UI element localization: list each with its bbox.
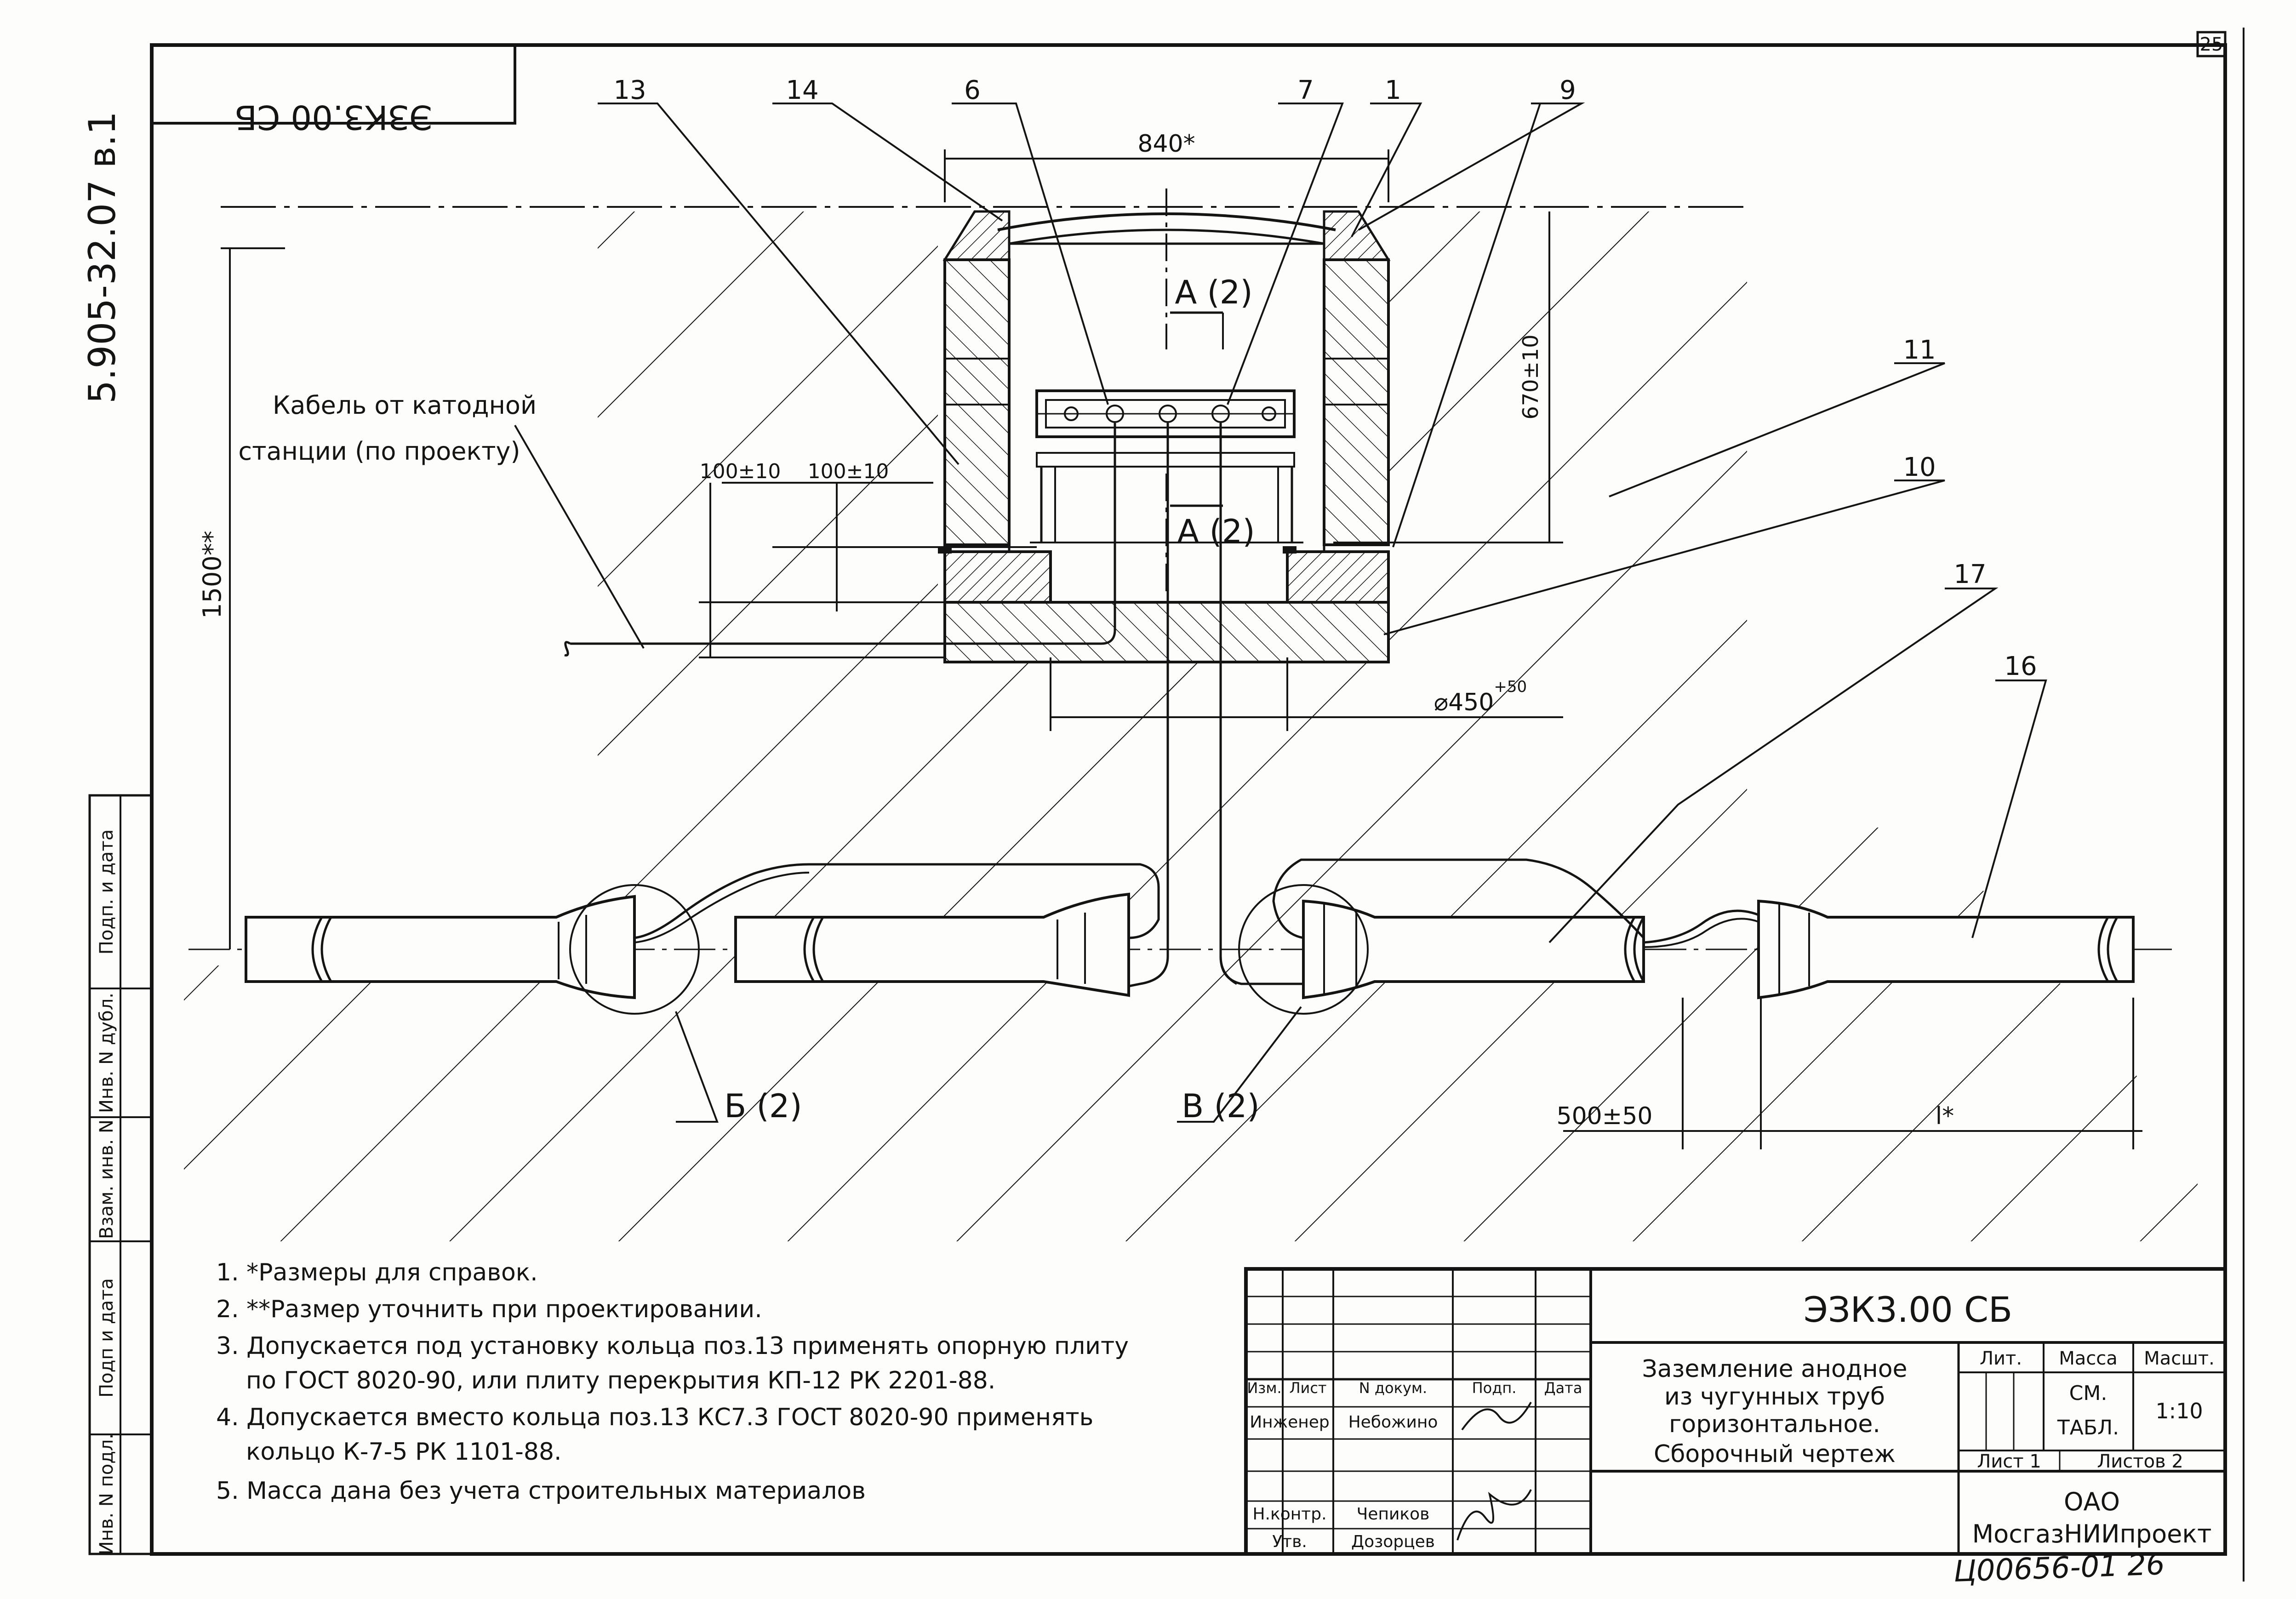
leaders	[221, 103, 2142, 1149]
callout-16: 16	[2004, 651, 2037, 681]
callout-9: 9	[1559, 75, 1576, 105]
view-v: В (2)	[1182, 1087, 1259, 1125]
tb-engineer-name: Небожино	[1348, 1413, 1438, 1432]
dim-length: l*	[1936, 1102, 1954, 1130]
tb-control-role: Н.контр.	[1252, 1505, 1326, 1524]
note-4b: кольцо К-7-5 РК 1101-88.	[246, 1438, 562, 1466]
tb-col-doc: N докум.	[1359, 1379, 1427, 1397]
strip-field-5: Инв. N подл.	[96, 1433, 117, 1555]
section-a-bottom: А (2)	[1177, 513, 1255, 550]
inventory-stamp: Ц00656-01 26	[1953, 1548, 2165, 1589]
tb-title-3: горизонтальное.	[1669, 1411, 1880, 1438]
side-code: 5.905-32.07 в.1	[81, 111, 124, 404]
dim-gap-right: 100±10	[808, 460, 889, 483]
cable-label-line1: Кабель от катодной	[273, 391, 537, 420]
well-assembly	[564, 188, 1391, 985]
tb-mass-value-1: СМ.	[2069, 1382, 2108, 1405]
tb-mass-value-2: ТАБЛ.	[2057, 1416, 2119, 1439]
dim-diameter: ⌀450+50	[1434, 678, 1527, 716]
tb-scale-label: Масшт.	[2144, 1348, 2215, 1369]
note-3b: по ГОСТ 8020-90, или плиту перекрытия КП…	[246, 1367, 995, 1394]
note-1: 1. *Размеры для справок.	[216, 1259, 538, 1286]
soil-hatching	[184, 211, 2198, 1241]
cable-label-line2: станции (по проекту)	[238, 437, 520, 466]
tb-title-1: Заземление анодное	[1642, 1355, 1907, 1383]
tb-engineer-role: Инженер	[1250, 1413, 1330, 1432]
dim-500: 500±50	[1557, 1102, 1653, 1130]
tb-col-date: Дата	[1544, 1379, 1582, 1397]
title-block: ЭЗК3.00 СБ Заземление анодное из чугунны…	[1244, 1267, 2227, 1556]
callout-17: 17	[1953, 560, 1986, 589]
section-a-top: А (2)	[1175, 274, 1252, 311]
view-b: Б (2)	[724, 1087, 802, 1125]
page-number: 25	[2200, 34, 2223, 55]
tb-col-sign: Подп.	[1472, 1379, 1517, 1397]
callout-7: 7	[1297, 75, 1314, 105]
strip-field-4: Подп и дата	[96, 1278, 117, 1398]
mirrored-stamp: ЭЗК3.00 СБ	[150, 44, 516, 137]
dim-670: 670±10	[1518, 335, 1543, 420]
tb-col-list: Лист	[1289, 1379, 1326, 1397]
notes: 1. *Размеры для справок. 2. **Размер уто…	[216, 1259, 1129, 1505]
note-4: 4. Допускается вместо кольца поз.13 КС7.…	[216, 1404, 1093, 1431]
callout-14: 14	[786, 75, 818, 105]
strip-field-1: Подп. и дата	[96, 829, 117, 954]
callout-13: 13	[613, 75, 646, 105]
dim-gap-left: 100±10	[700, 460, 781, 483]
callout-6: 6	[964, 75, 981, 105]
tb-scale-value: 1:10	[2155, 1399, 2203, 1423]
callout-1: 1	[1385, 75, 1401, 105]
position-numbers: 13 14 6 7 1 9 11 10 17 16	[613, 75, 2037, 681]
tb-lit-label: Лит.	[1980, 1348, 2022, 1369]
tb-sheet: Лист 1	[1977, 1451, 2041, 1472]
dim-1500: 1500**	[198, 531, 227, 618]
tb-col-izm: Изм.	[1247, 1379, 1281, 1397]
tb-org-1: ОАО	[2064, 1487, 2120, 1516]
note-2: 2. **Размер уточнить при проектировании.	[216, 1296, 762, 1323]
tb-mass-label: Масса	[2059, 1348, 2118, 1369]
mirrored-stamp-text: ЭЗК3.00 СБ	[234, 98, 432, 137]
tb-control-name: Чепиков	[1357, 1505, 1430, 1524]
left-strip: Подп. и дата Инв. N дубл. Взам. инв. N П…	[88, 794, 153, 1555]
callout-10: 10	[1903, 452, 1936, 482]
tb-org-2: МосгазНИИпроект	[1972, 1519, 2212, 1548]
pipe-string	[188, 791, 2179, 1015]
dim-840: 840*	[1137, 130, 1195, 158]
note-3: 3. Допускается под установку кольца поз.…	[216, 1332, 1129, 1360]
strip-field-3: Взам. инв. N	[96, 1119, 117, 1239]
tb-approve-role: Утв.	[1272, 1532, 1307, 1551]
callout-11: 11	[1903, 335, 1936, 365]
tb-approve-name: Дозорцев	[1351, 1532, 1435, 1551]
tb-title-4: Сборочный чертеж	[1654, 1440, 1896, 1468]
signatures	[1456, 1402, 1532, 1541]
strip-field-2: Инв. N дубл.	[96, 993, 117, 1113]
tb-sheets: Листов 2	[2097, 1451, 2183, 1472]
note-5: 5. Масса дана без учета строительных мат…	[216, 1477, 866, 1505]
tb-title-2: из чугунных труб	[1664, 1383, 1885, 1411]
tb-doc-code: ЭЗК3.00 СБ	[1804, 1289, 2012, 1330]
